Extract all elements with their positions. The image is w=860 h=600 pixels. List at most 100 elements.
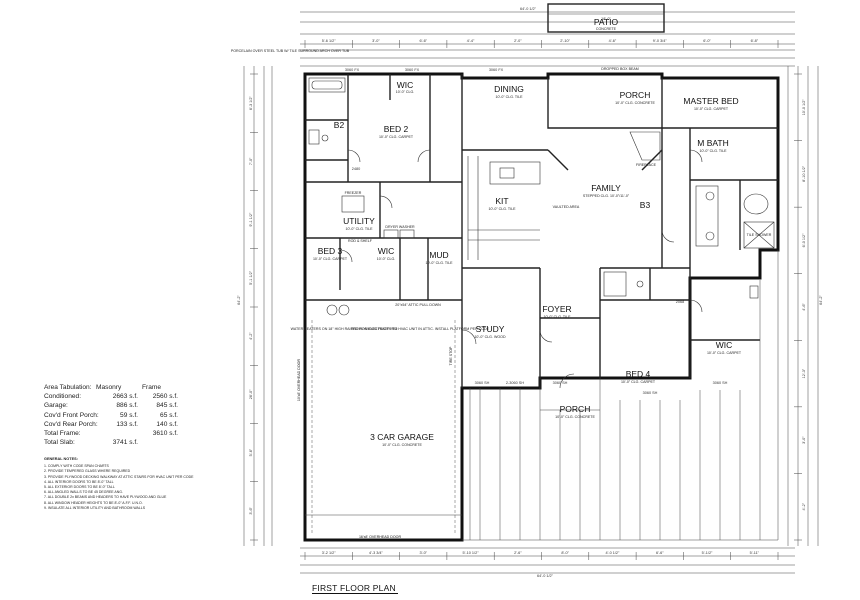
- overall-depth-dim-right: 64'-2": [819, 295, 823, 305]
- window-tag: 3060 SH: [475, 381, 490, 385]
- dimension-lines-top: 64'-0 1/2" 18'-0" 5'-6 1/2"3'-0"6'-6"4'-…: [300, 7, 795, 67]
- general-notes: GENERAL NOTES: 1. COMPLY WITH CODE SPAN …: [44, 457, 244, 511]
- svg-text:10'-0" CLG. WOOD: 10'-0" CLG. WOOD: [474, 335, 506, 339]
- right-dimension: 10'-0 1/2": [802, 99, 806, 116]
- area-table-row: Total Slab:3741 s.f.: [44, 439, 138, 447]
- callout-notes: PORCELAIN OVER STEEL TUB W/ TILE SURROUN…: [231, 49, 772, 401]
- right-dimension: 3'-0": [802, 436, 806, 444]
- general-note-item: 5. ALL EXTERIOR DOORS TO BE 8'-0" TALL: [44, 485, 115, 490]
- left-dimension: 26'-0": [249, 389, 253, 399]
- general-note-item: 4. ALL INTERIOR DOORS TO BE 8'-0" TALL: [44, 479, 114, 484]
- room-kit: KIT: [495, 196, 508, 206]
- room-bed-2: BED 2: [384, 124, 409, 134]
- bottom-dimension: 3'-0": [419, 551, 427, 555]
- svg-text:10'-0" CLG. TILE: 10'-0" CLG. TILE: [425, 261, 453, 265]
- window-tag: 3060 SH: [553, 381, 568, 385]
- svg-text:10'-0" CLG.: 10'-0" CLG.: [377, 257, 396, 261]
- left-dimension: 9'-1 1/2": [249, 212, 253, 227]
- callout-vaulted: VAULTED AREA: [553, 205, 580, 209]
- patio-width-dim: 18'-0": [601, 17, 611, 21]
- room-mud: MUD: [429, 250, 448, 260]
- left-dimension: 7'-0": [249, 157, 253, 165]
- bottom-dimension: 2'-6": [514, 551, 522, 555]
- general-note-item: 7. ALL DOUBLE 2x BEAMS AND HEADERS TO HA…: [44, 495, 167, 500]
- interior-walls: [305, 74, 778, 388]
- window-tag: 2-3060 SH: [506, 381, 524, 385]
- area-table-row: Total Frame:3610 s.f.: [44, 430, 178, 438]
- plan-title: FIRST FLOOR PLAN: [312, 583, 398, 594]
- callout-rod-shelf: ROD & SHELF: [348, 239, 373, 243]
- svg-text:10'-0" CLG.: 10'-0" CLG.: [396, 90, 415, 94]
- garage-area: 16'x8' OVERHEAD DOOR: [305, 320, 462, 539]
- top-dimension: 5'-6 1/2": [322, 39, 337, 43]
- general-note-item: 9. INSULATE ALL INTERIOR UTILITY AND BAT…: [44, 505, 146, 510]
- top-dimension: 4'-4": [467, 39, 475, 43]
- room-family: FAMILY: [591, 183, 621, 193]
- foundation-lines: [462, 250, 779, 541]
- svg-text:10'-0" CLG. TILE: 10'-0" CLG. TILE: [488, 207, 516, 211]
- area-table-row: Conditioned:2663 s.f.2560 s.f.: [44, 393, 178, 401]
- window-tags: 3060 FX 3060 FX 3060 FX 3060 SH 3060 SH 2-306…: [345, 68, 728, 395]
- room-b2: B2: [334, 120, 345, 130]
- top-dimension: 6'-8": [751, 39, 759, 43]
- callout-overhead-door-2: 10'x8' OVERHEAD DOOR: [297, 359, 301, 402]
- area-table-row: Garage:886 s.f.845 s.f.: [44, 402, 178, 410]
- top-dimension: 6'-0": [703, 39, 711, 43]
- top-dimension: 9'-0 3/4": [653, 39, 668, 43]
- top-dimension: 2'-0": [514, 39, 522, 43]
- door-swings: [339, 149, 703, 389]
- svg-text:10'-0" CLG. CARPET: 10'-0" CLG. CARPET: [313, 257, 348, 261]
- svg-text:CONCRETE: CONCRETE: [596, 27, 617, 31]
- top-dimension: 2'-10": [560, 39, 570, 43]
- room-wic-1: WIC: [397, 80, 414, 90]
- general-note-item: 2. PROVIDE TEMPERED GLASS WHERE REQUIRED: [44, 469, 131, 474]
- svg-text:STEPPED CLG. 10'-0"/11'-0": STEPPED CLG. 10'-0"/11'-0": [583, 194, 630, 198]
- top-dimension: 3'-0": [372, 39, 380, 43]
- callout-hvac-electricity: PROVIDE ELECTRICITY TO HVAC UNIT IN ATTI…: [351, 327, 490, 331]
- area-tabulation-table: Area Tabulation: Masonry Frame Condition…: [44, 383, 182, 447]
- room-utility: UTILITY: [343, 216, 375, 226]
- room-master-bed: MASTER BED: [683, 96, 738, 106]
- room-bed-4: BED 4: [626, 369, 651, 379]
- room-porch-front: PORCH: [560, 404, 591, 414]
- svg-text:10'-0" CLG. CARPET: 10'-0" CLG. CARPET: [707, 351, 742, 355]
- svg-text:10'-0" CLG. TILE: 10'-0" CLG. TILE: [345, 227, 373, 231]
- room-porch-rear: PORCH: [620, 90, 651, 100]
- dimension-lines-right: 64'-2" 10'-0 1/2"8'-10 1/2"6'-0 1/2"4'-6…: [787, 66, 823, 546]
- general-notes-title: GENERAL NOTES:: [44, 457, 78, 461]
- callout-tire-stop: TIRE STOP: [449, 346, 453, 366]
- bottom-dimension: 5'-11": [750, 551, 760, 555]
- room-labels: WIC 10'-0" CLG. BED 2 10'-0" CLG. CARPET…: [313, 80, 742, 447]
- window-tag: 2068: [676, 300, 684, 304]
- room-b3: B3: [640, 200, 651, 210]
- room-dining: DINING: [494, 84, 524, 94]
- bottom-dimension: 3'-2 1/2": [322, 551, 337, 555]
- left-dimension: 6'-3 1/2": [249, 96, 253, 111]
- dimension-lines-left: 64'-2" 6'-3 1/2"7'-0"9'-1 1/2"5'-1 1/2"4…: [237, 66, 273, 546]
- window-tag: 2480: [352, 167, 360, 171]
- bottom-dimension: 5'-10 1/2": [463, 551, 480, 555]
- callout-freezer: FREEZER: [345, 191, 362, 195]
- room-study: STUDY: [476, 324, 505, 334]
- svg-text:10'-0" CLG. CARPET: 10'-0" CLG. CARPET: [379, 135, 414, 139]
- room-3-car-garage: 3 CAR GARAGE: [370, 432, 434, 442]
- room-m-bath: M BATH: [697, 138, 728, 148]
- area-table-row: Cov'd Front Porch:59 s.f.65 s.f.: [44, 411, 178, 419]
- left-dimension: 5'-1 1/2": [249, 270, 253, 285]
- patio-area: PATIO CONCRETE: [547, 3, 665, 33]
- window-tag: 3060 FX: [489, 68, 504, 72]
- overhead-door-label: 16'x8' OVERHEAD DOOR: [359, 535, 402, 539]
- callout-dropped-beam: DROPPED BOX BEAM: [601, 67, 639, 71]
- bottom-dimension: 8'-0": [561, 551, 569, 555]
- svg-text:10'-0" CLG. TILE: 10'-0" CLG. TILE: [495, 95, 523, 99]
- left-dimension: 4'-2": [249, 332, 253, 340]
- right-dimension: 4'-2": [802, 502, 806, 510]
- top-dimension: 6'-6": [419, 39, 427, 43]
- window-tag: 3060 FX: [345, 68, 360, 72]
- callout-fireplace: FIREPLACE: [636, 163, 657, 167]
- callout-dryer-washer: DRYER WASHER: [385, 225, 415, 229]
- top-dimension: 4'-6": [609, 39, 617, 43]
- room-wic-3: WIC: [716, 340, 733, 350]
- general-note-item: 1. COMPLY WITH CODE SPAN CHARTS: [44, 464, 109, 469]
- window-tag: 3060 FX: [405, 68, 420, 72]
